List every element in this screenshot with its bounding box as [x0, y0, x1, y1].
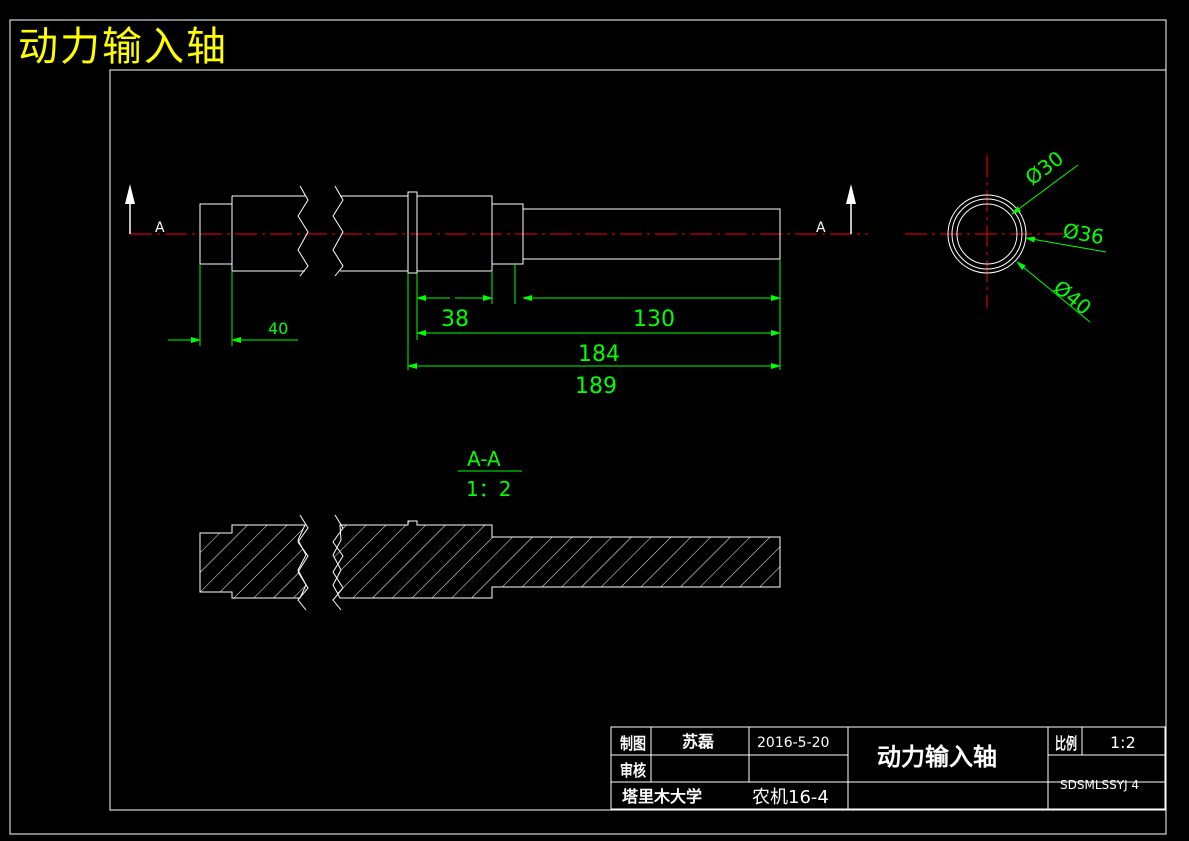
circle-30 [956, 203, 1018, 265]
dim-label-189: 189 [575, 374, 617, 399]
diameter-label-30: Ø30 [1021, 146, 1068, 190]
drawing-number: SDSMLSSYJ 4 [1060, 778, 1139, 792]
drawing-date: 2016-5-20 [757, 735, 829, 751]
dimension-40 [168, 264, 298, 346]
drawer-name: 苏磊 [682, 732, 714, 751]
shaft-outline [199, 185, 781, 277]
dim-label-40: 40 [268, 319, 288, 338]
section-view: A-A 1：2 [199, 447, 781, 611]
label-scale: 比例 [1055, 734, 1077, 753]
part-name: 动力输入轴 [877, 743, 997, 771]
class-name: 农机16-4 [752, 787, 829, 808]
label-checked: 审核 [620, 761, 646, 780]
scale-value: 1:2 [1110, 733, 1136, 752]
school-name: 塔里木大学 [622, 787, 702, 806]
dim-label-184: 184 [578, 342, 620, 367]
dim-label-130: 130 [633, 307, 675, 332]
dim-label-38: 38 [441, 307, 469, 332]
main-view: A A [125, 184, 868, 399]
section-hatched-body [199, 524, 307, 599]
end-view: Ø30 Ø36 Ø40 [905, 146, 1107, 323]
circle-36 [951, 198, 1023, 270]
dimension-extension-lines [407, 259, 781, 370]
section-scale: 1：2 [466, 477, 511, 501]
drawing-title-header: 动力输入轴 [18, 24, 228, 70]
section-label: A-A [467, 447, 501, 471]
outer-border [9, 19, 1167, 835]
section-mark-right: A [816, 220, 826, 236]
title-block [610, 726, 1166, 810]
section-arrow-right: A [816, 184, 856, 236]
diameter-label-40: Ø40 [1049, 275, 1096, 320]
section-arrow-left: A [125, 184, 165, 236]
label-drawn: 制图 [620, 734, 646, 753]
diameter-label-36: Ø36 [1061, 218, 1106, 249]
section-hatched-body-right [332, 520, 781, 599]
section-mark-left: A [155, 220, 165, 236]
circle-40 [947, 194, 1027, 274]
inner-border [109, 69, 1167, 811]
